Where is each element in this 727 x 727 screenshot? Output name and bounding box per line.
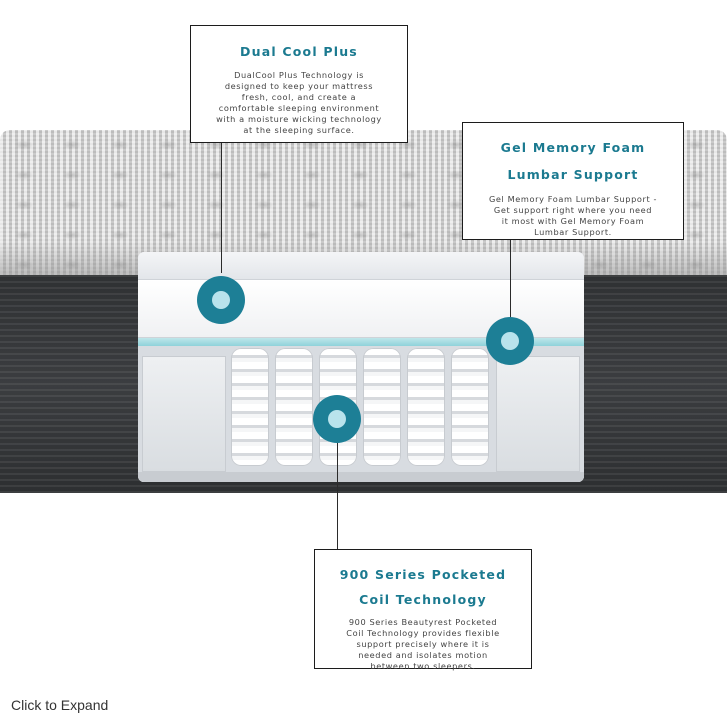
- marker-gel-foam-icon[interactable]: [486, 317, 534, 365]
- edge-support-left: [142, 356, 226, 472]
- leader-line-gel-foam: [510, 240, 511, 320]
- edge-support-right: [496, 356, 580, 472]
- callout-text-line: fresh, cool, and create a: [241, 92, 357, 102]
- pocketed-coil: [407, 348, 445, 466]
- pocketed-coil: [451, 348, 489, 466]
- leader-line-dual-cool: [221, 143, 222, 273]
- callout-text-line: designed to keep your mattress: [224, 81, 374, 91]
- callout-title-line: 900 Series Pocketed: [339, 567, 507, 582]
- coil-layer: [138, 346, 584, 482]
- click-to-expand-link[interactable]: Click to Expand: [11, 697, 109, 713]
- callout-text-line: it most with Gel Memory Foam: [501, 216, 645, 226]
- pocketed-coil: [363, 348, 401, 466]
- callout-gel-foam: Gel Memory Foam Lumbar Support Gel Memor…: [462, 122, 684, 240]
- marker-center-icon: [501, 332, 519, 350]
- pocketed-coil: [231, 348, 269, 466]
- callout-text-line: Get support right where you need: [493, 205, 653, 215]
- callout-title-line: Lumbar Support: [507, 167, 639, 182]
- marker-dual-cool-icon[interactable]: [197, 276, 245, 324]
- callout-title-line: Coil Technology: [359, 592, 487, 607]
- callout-coil: 900 Series Pocketed Coil Technology 900 …: [314, 549, 532, 671]
- pocketed-coil: [275, 348, 313, 466]
- coil-base: [138, 472, 584, 482]
- cover-layer: [138, 252, 584, 280]
- marker-center-icon: [328, 410, 346, 428]
- leader-line-coil: [337, 440, 338, 549]
- callout-text-line: support precisely where it is: [356, 639, 490, 649]
- gel-memory-foam-layer: [138, 338, 584, 346]
- callout-title-line: Gel Memory Foam: [500, 140, 646, 155]
- marker-center-icon: [212, 291, 230, 309]
- mattress-cutaway: [138, 252, 584, 482]
- callout-text-line: Lumbar Support.: [534, 227, 612, 237]
- callout-text-line: at the sleeping surface.: [243, 125, 355, 135]
- marker-coil-icon[interactable]: [313, 395, 361, 443]
- callout-text-line: with a moisture wicking technology: [216, 114, 382, 124]
- callout-text-line: Gel Memory Foam Lumbar Support -: [488, 194, 658, 204]
- callout-title: Dual Cool Plus: [240, 44, 358, 59]
- callout-text-line: 900 Series Beautyrest Pocketed: [348, 617, 498, 627]
- callout-text-line: comfortable sleeping environment: [218, 103, 380, 113]
- callout-text-line: DualCool Plus Technology is: [234, 70, 364, 80]
- callout-text-line: needed and isolates motion: [358, 650, 488, 660]
- callout-text-line: between two sleepers.: [370, 661, 476, 671]
- callout-dual-cool: Dual Cool Plus DualCool Plus Technology …: [190, 25, 408, 143]
- callout-text-line: Coil Technology provides flexible: [346, 628, 500, 638]
